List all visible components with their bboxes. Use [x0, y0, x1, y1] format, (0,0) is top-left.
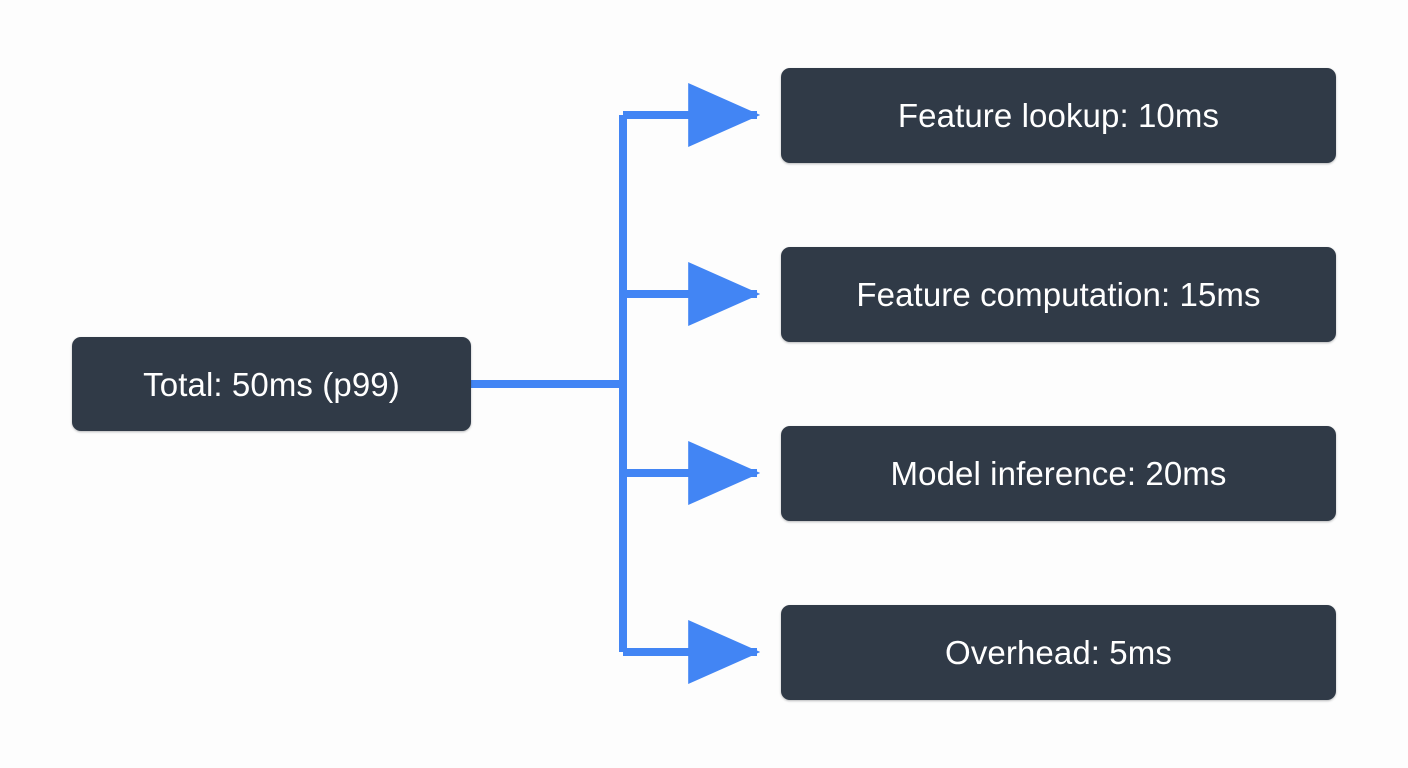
- node-total[interactable]: Total: 50ms (p99): [72, 337, 471, 431]
- node-overhead-label: Overhead: 5ms: [945, 634, 1172, 671]
- node-feature-lookup[interactable]: Feature lookup: 10ms: [781, 68, 1336, 163]
- node-feature-computation[interactable]: Feature computation: 15ms: [781, 247, 1336, 342]
- node-feature-lookup-label: Feature lookup: 10ms: [897, 97, 1220, 134]
- node-feature-computation-label: Feature computation: 15ms: [856, 276, 1261, 313]
- node-model-inference-label: Model inference: 20ms: [890, 455, 1227, 492]
- node-total-label: Total: 50ms (p99): [143, 365, 400, 403]
- node-overhead[interactable]: Overhead: 5ms: [781, 605, 1336, 700]
- node-model-inference[interactable]: Model inference: 20ms: [781, 426, 1336, 521]
